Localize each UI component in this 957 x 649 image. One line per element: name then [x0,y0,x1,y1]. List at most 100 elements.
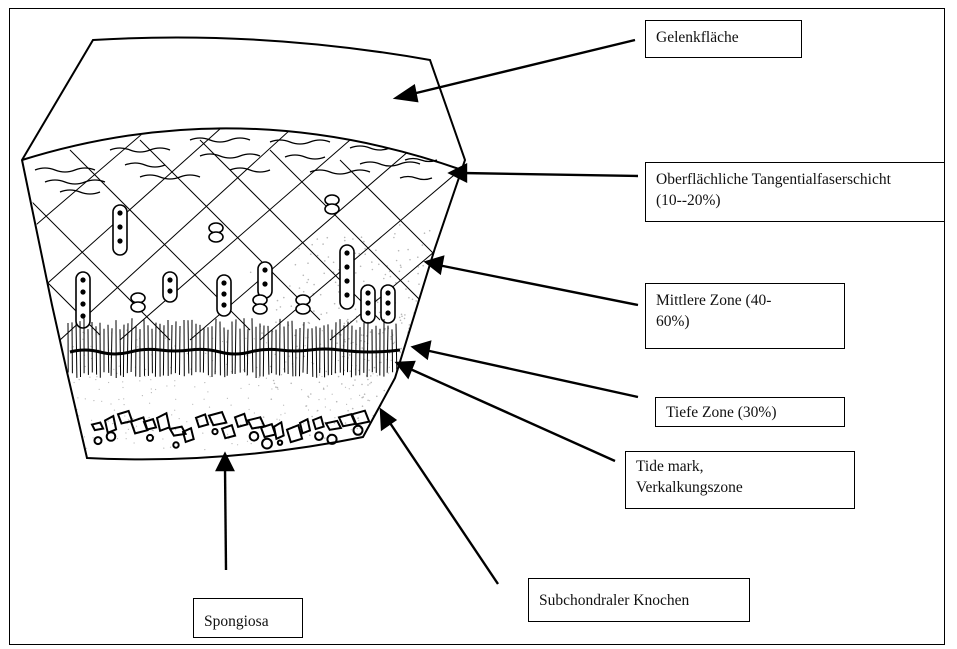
label-tide-mark: Tide mark, Verkalkungszone [625,451,855,509]
stipple-dot [186,421,187,422]
stipple-dot [303,291,305,293]
stipple-dot [425,363,427,365]
stipple-dot [409,341,411,343]
stipple-dot [364,393,366,395]
stipple-dot [451,279,453,281]
stipple-dot [222,341,223,342]
stipple-dot [122,381,123,382]
stipple-dot [280,414,281,415]
stipple-dot [313,310,315,312]
stipple-dot [179,418,180,419]
stipple-dot [374,367,376,369]
stipple-dot [279,419,280,420]
stipple-dot [461,336,463,338]
label-deep-zone: Tiefe Zone (30%) [655,397,845,427]
stipple-dot [357,428,359,430]
stipple-dot [346,320,348,322]
stipple-dot [72,436,73,437]
stipple-dot [277,387,279,389]
stipple-dot [327,385,328,386]
stipple-dot [187,353,188,354]
stipple-dot [134,442,135,443]
stipple-dot [321,376,322,377]
stipple-dot [426,307,428,309]
cell-nucleus [386,291,390,295]
stipple-dot [361,236,363,238]
cell-nucleus [345,293,349,297]
stipple-dot [401,314,403,316]
stipple-dot [194,386,195,387]
radial-fiber [335,322,336,373]
stipple-dot [326,312,328,314]
bone-fragment [326,421,341,430]
stipple-dot [166,385,167,386]
stipple-dot [254,338,255,339]
stipple-dot [149,403,150,404]
stipple-dot [405,288,407,290]
stipple-dot [290,383,292,385]
stipple-dot [108,421,109,422]
stipple-dot [254,412,255,413]
stipple-dot [128,419,129,420]
stipple-dot [289,285,291,287]
stipple-dot [240,388,241,389]
stipple-dot [276,309,278,311]
stipple-dot [78,415,79,416]
stipple-dot [336,401,338,403]
cell-nucleus [366,301,370,305]
stipple-dot [324,449,325,450]
stipple-dot [85,398,86,399]
radial-fiber [348,322,349,372]
stipple-dot [124,404,125,405]
radial-fiber [188,320,189,373]
stipple-dot [266,378,267,379]
stipple-dot [108,382,109,383]
stipple-dot [364,248,366,250]
stipple-dot [363,281,365,283]
stipple-dot [431,328,433,330]
stipple-dot [119,366,120,367]
stipple-dot [95,379,96,380]
stipple-dot [299,287,301,289]
bone-fragment [105,416,116,433]
stipple-dot [155,389,156,390]
stipple-dot [457,403,459,405]
stipple-dot [349,354,351,356]
stipple-dot [351,429,352,430]
stipple-dot [317,410,318,411]
stipple-dot [139,380,140,381]
stipple-dot [126,330,127,331]
stipple-dot [341,383,343,385]
stipple-dot [445,343,447,345]
stipple-dot [313,363,314,364]
stipple-dot [444,378,446,380]
stipple-dot [324,437,326,439]
stipple-dot [280,306,282,308]
stipple-dot [205,353,206,354]
stipple-dot [413,402,415,404]
stipple-dot [459,375,461,377]
stipple-dot [368,360,370,362]
stipple-dot [380,431,382,433]
stipple-dot [334,423,335,424]
stipple-dot [407,388,409,390]
stipple-dot [151,392,152,393]
stipple-dot [398,413,400,415]
stipple-dot [449,366,451,368]
stipple-dot [301,389,302,390]
stipple-dot [332,394,333,395]
stipple-dot [409,324,411,326]
stipple-dot [310,393,312,395]
stipple-dot [231,405,232,406]
stipple-dot [295,264,297,266]
stipple-dot [306,282,308,284]
stipple-dot [428,314,430,316]
chondrocyte [209,232,223,242]
radial-fiber [127,323,128,373]
stipple-dot [271,398,273,400]
radial-fiber [123,325,124,377]
stipple-dot [330,409,331,410]
stipple-dot [453,289,455,291]
stipple-dot [126,438,127,439]
stipple-dot [361,397,363,399]
